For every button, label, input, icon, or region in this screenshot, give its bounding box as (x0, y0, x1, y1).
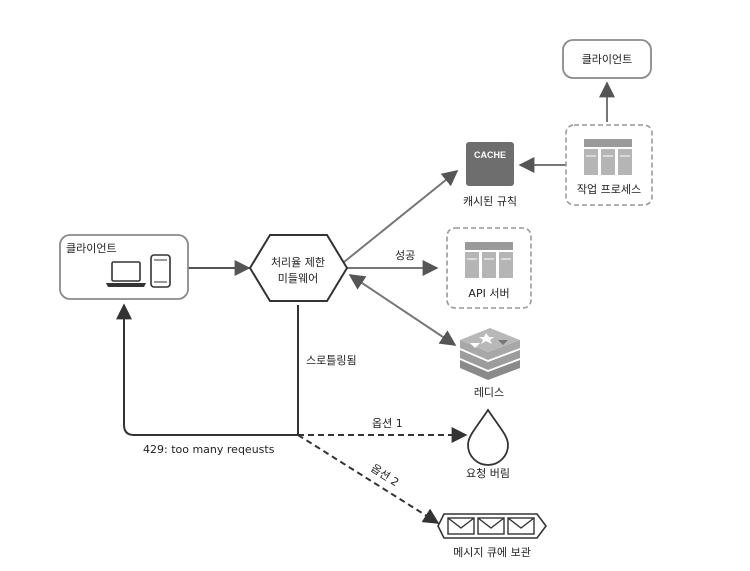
edge-label-option1: 옵션 1 (372, 417, 403, 430)
drop-label: 요청 버림 (466, 467, 510, 480)
cache-icon (466, 142, 514, 186)
edge-label-success: 성공 (395, 249, 415, 262)
cache-badge: CACHE (474, 150, 506, 160)
edge-label-429: 429: too many reqeusts (143, 443, 275, 456)
redis-icon (460, 328, 520, 380)
drop-node: 요청 버림 (466, 408, 510, 480)
phone-icon (150, 254, 171, 288)
api-server-label: API 서버 (468, 287, 509, 300)
envelope-icon (477, 517, 505, 535)
client-left-label: 클라이언트 (66, 242, 117, 255)
middleware-line1: 처리율 제한 (271, 256, 325, 269)
worker-node: 작업 프로세스 (565, 124, 653, 206)
queue-label: 메시지 큐에 보관 (453, 546, 531, 559)
client-top-label: 클라이언트 (582, 53, 633, 66)
server-rack-icon (465, 242, 513, 278)
middleware-node: 처리율 제한 미들웨어 (248, 234, 349, 302)
edge-429-to-client (116, 303, 298, 436)
client-left-node: 클라이언트 (59, 234, 189, 300)
laptop-icon (106, 261, 146, 287)
edge-option2 (297, 434, 440, 524)
edge-middleware-redis (348, 274, 457, 346)
worker-label: 작업 프로세스 (577, 183, 641, 196)
edges (116, 81, 615, 524)
redis-label: 레디스 (474, 386, 504, 399)
envelope-icon (447, 517, 475, 535)
redis-node: 레디스 (460, 328, 520, 399)
queue-node: 메시지 큐에 보관 (437, 513, 547, 559)
client-top-node: 클라이언트 (562, 39, 652, 79)
droplet-icon (467, 408, 509, 466)
server-rack-icon (584, 139, 632, 175)
api-server-node: API 서버 (446, 227, 532, 309)
middleware-line2: 미들웨어 (278, 272, 318, 285)
envelope-icon (507, 517, 535, 535)
edge-label-throttled: 스로틀링됨 (306, 354, 357, 367)
edge-middleware-to-cache (343, 169, 459, 263)
cache-node: CACHE 캐시된 규칙 (463, 142, 517, 208)
edge-label-option2: 옵션 2 (368, 462, 401, 490)
cache-label: 캐시된 규칙 (463, 195, 517, 208)
